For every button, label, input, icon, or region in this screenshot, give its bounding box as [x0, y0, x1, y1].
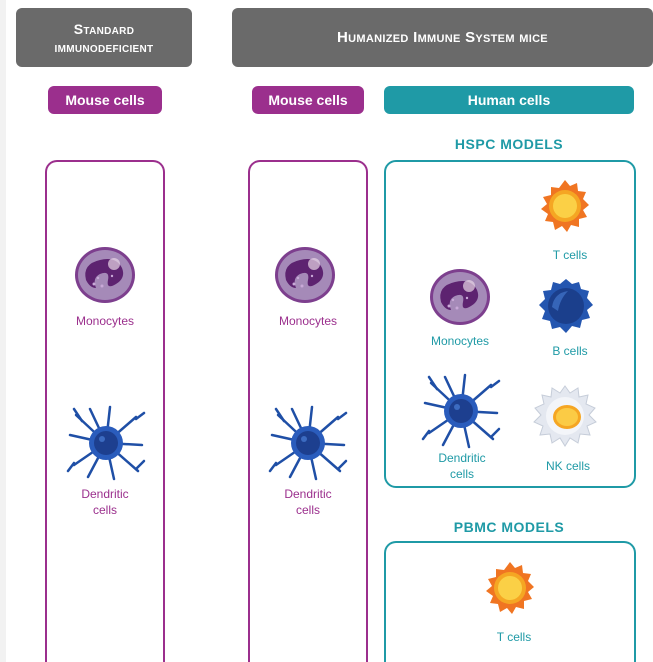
b-cell-icon — [539, 279, 593, 333]
label-t-cells-pbmc: T cells — [496, 630, 532, 644]
label-nk-cells-hspc: NK cells — [545, 459, 590, 473]
section-title-hspc: HSPC MODELS — [454, 136, 564, 152]
label-dendritic-hspc: Dendritic cells — [412, 450, 512, 482]
box-pbmc-models — [384, 541, 636, 662]
pill-mouse-cells-left: Mouse cells — [48, 86, 162, 114]
pill-mouse-cells-middle: Mouse cells — [252, 86, 364, 114]
t-cell-icon — [541, 180, 589, 232]
header-standard-text: Standard immunodeficient — [54, 20, 154, 55]
pill-mouse-left-text: Mouse cells — [65, 92, 145, 108]
label-dendritic-left-l2: cells — [92, 503, 117, 517]
label-b-cells-hspc: B cells — [552, 344, 588, 358]
monocyte-icon — [430, 269, 490, 325]
label-dendritic-hspc-l1: Dendritic — [438, 451, 486, 465]
box-hspc-models — [384, 160, 636, 488]
label-dendritic-mid-l2: cells — [295, 503, 320, 517]
left-margin-strip — [0, 0, 6, 662]
label-dendritic-mid-l1: Dendritic — [284, 487, 332, 501]
header-humanized-immune-system: Humanized Immune System mice — [232, 8, 653, 67]
pill-human-cells: Human cells — [384, 86, 634, 114]
column-humanized-mouse — [248, 160, 368, 662]
label-t-cells-hspc: T cells — [552, 248, 588, 262]
dendritic-cell-icon — [66, 405, 146, 481]
label-monocytes-left: Monocytes — [75, 314, 135, 328]
nk-cell-icon — [533, 385, 597, 447]
label-monocytes-middle: Monocytes — [278, 314, 338, 328]
dendritic-cell-icon — [268, 405, 348, 481]
column-standard-mouse — [45, 160, 165, 662]
section-title-pbmc: PBMC MODELS — [453, 519, 565, 535]
label-dendritic-hspc-l2: cells — [449, 467, 474, 481]
monocyte-icon — [275, 247, 335, 303]
t-cell-icon — [486, 562, 534, 614]
pill-human-text: Human cells — [467, 92, 551, 108]
label-dendritic-middle: Dendritic cells — [258, 486, 358, 518]
label-monocytes-hspc: Monocytes — [430, 334, 490, 348]
header-standard-immunodeficient: Standard immunodeficient — [16, 8, 192, 67]
monocyte-icon — [75, 247, 135, 303]
label-dendritic-left-l1: Dendritic — [81, 487, 129, 501]
dendritic-cell-icon — [421, 373, 501, 449]
pill-mouse-mid-text: Mouse cells — [268, 92, 348, 108]
header-humanized-text: Humanized Immune System mice — [337, 29, 548, 46]
label-dendritic-left: Dendritic cells — [55, 486, 155, 518]
